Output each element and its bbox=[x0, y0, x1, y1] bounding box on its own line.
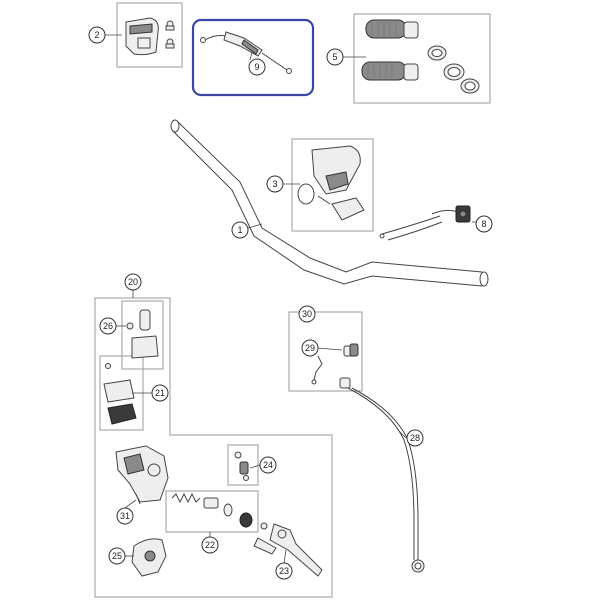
callout-label: 2 bbox=[94, 30, 99, 40]
master-cylinder-part[interactable] bbox=[115, 445, 169, 505]
group-box-22 bbox=[165, 490, 259, 533]
group-box-30 bbox=[288, 311, 363, 392]
callout-5[interactable]: 5 bbox=[326, 48, 344, 66]
callout-label: 5 bbox=[332, 52, 337, 62]
callout-23[interactable]: 23 bbox=[275, 562, 293, 580]
callout-label: 28 bbox=[410, 433, 420, 443]
group-box-20 bbox=[94, 297, 333, 598]
handlebar-grips-part[interactable] bbox=[361, 19, 480, 94]
brake-lever-part[interactable] bbox=[253, 522, 323, 577]
reservoir-cap-part[interactable] bbox=[103, 363, 137, 425]
callout-28[interactable]: 28 bbox=[406, 429, 424, 447]
callout-label: 9 bbox=[254, 62, 259, 72]
group-box-3 bbox=[291, 138, 374, 232]
callout-label: 21 bbox=[155, 388, 165, 398]
group-box-5 bbox=[353, 13, 491, 104]
callout-30[interactable]: 30 bbox=[298, 305, 316, 323]
callout-label: 22 bbox=[205, 540, 215, 550]
callout-label: 20 bbox=[128, 277, 138, 287]
callout-label: 3 bbox=[272, 179, 277, 189]
callout-22[interactable]: 22 bbox=[201, 536, 219, 554]
callout-3[interactable]: 3 bbox=[266, 175, 284, 193]
callout-8[interactable]: 8 bbox=[475, 215, 493, 233]
callout-1[interactable]: 1 bbox=[231, 221, 249, 239]
throttle-cable-part[interactable] bbox=[200, 31, 292, 74]
highlight-box-9[interactable] bbox=[191, 18, 315, 97]
callout-31[interactable]: 31 bbox=[116, 507, 134, 525]
callout-label: 24 bbox=[263, 460, 273, 470]
callout-label: 23 bbox=[279, 566, 289, 576]
clamp-part[interactable] bbox=[125, 17, 175, 56]
callout-24[interactable]: 24 bbox=[259, 456, 277, 474]
lever-bracket-part[interactable] bbox=[126, 309, 159, 359]
callout-9[interactable]: 9 bbox=[248, 58, 266, 76]
callout-label: 30 bbox=[302, 309, 312, 319]
callout-29[interactable]: 29 bbox=[301, 339, 319, 357]
handlebar-part[interactable] bbox=[170, 119, 489, 287]
callout-20[interactable]: 20 bbox=[124, 273, 142, 291]
callout-label: 8 bbox=[481, 219, 486, 229]
adjuster-kit-part[interactable] bbox=[311, 343, 359, 385]
kill-switch-part[interactable] bbox=[379, 205, 471, 241]
callout-2[interactable]: 2 bbox=[88, 26, 106, 44]
callout-label: 26 bbox=[103, 321, 113, 331]
callout-21[interactable]: 21 bbox=[151, 384, 169, 402]
callout-label: 1 bbox=[237, 225, 242, 235]
handlebar-pad-part[interactable] bbox=[297, 145, 365, 221]
callout-label: 25 bbox=[112, 551, 122, 561]
callout-label: 31 bbox=[120, 511, 130, 521]
callout-label: 29 bbox=[305, 343, 315, 353]
callout-25[interactable]: 25 bbox=[108, 547, 126, 565]
piston-kit-part[interactable] bbox=[171, 492, 253, 528]
callout-26[interactable]: 26 bbox=[99, 317, 117, 335]
adjuster-part[interactable] bbox=[234, 451, 249, 481]
lever-guard-part[interactable] bbox=[131, 538, 167, 577]
group-box-24 bbox=[227, 444, 259, 486]
brake-hose-part[interactable] bbox=[339, 377, 425, 573]
